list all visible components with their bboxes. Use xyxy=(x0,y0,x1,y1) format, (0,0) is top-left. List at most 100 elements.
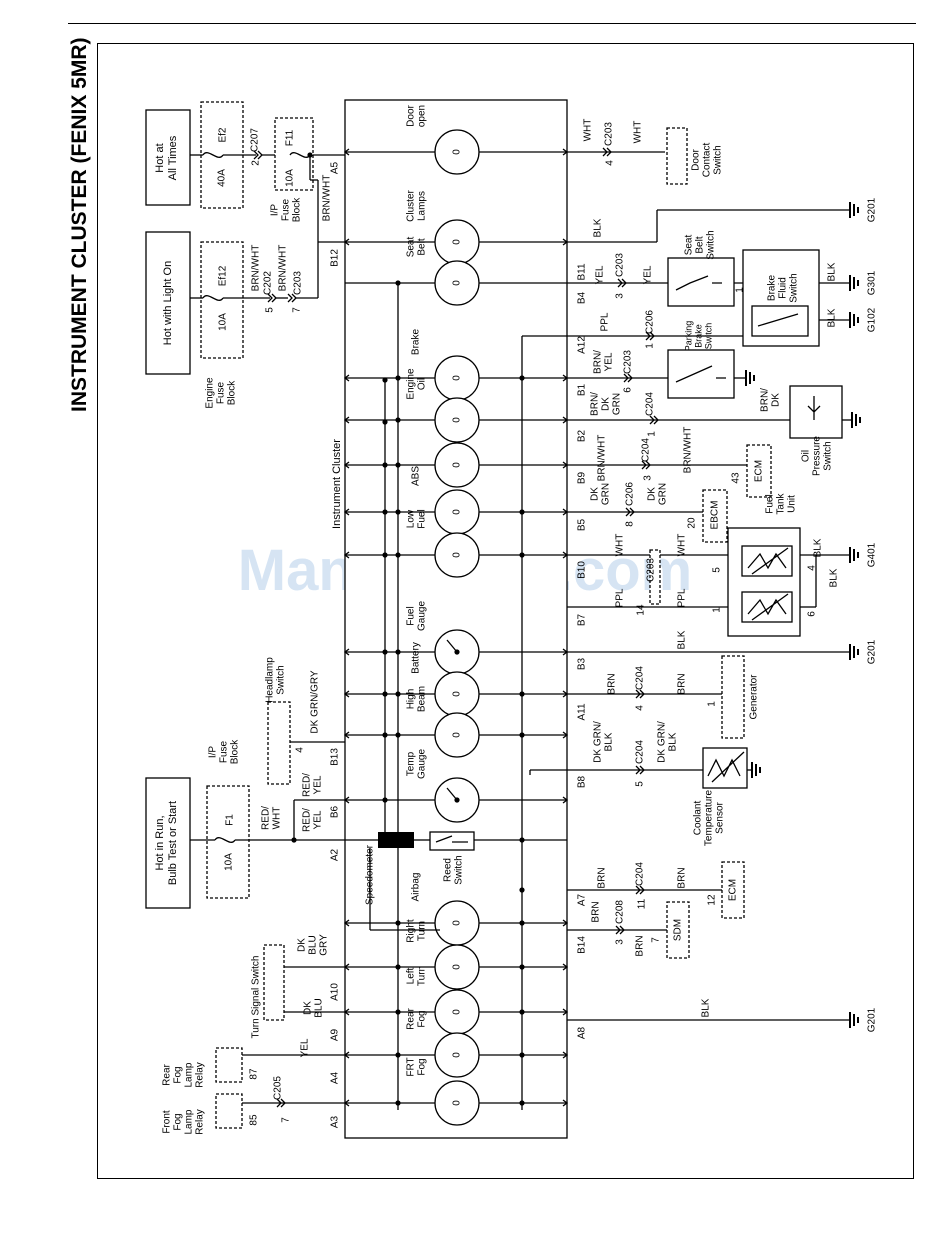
bulb-filament: 0 xyxy=(452,1052,463,1058)
wire-label: YEL xyxy=(300,1038,311,1057)
pin-label: 4 xyxy=(295,747,306,753)
bulb-filament: 0 xyxy=(452,552,463,558)
wire-label: BRN xyxy=(591,901,602,922)
seat-belt-switch-label: Seat xyxy=(684,234,695,255)
pin-a12: A12 xyxy=(577,336,588,354)
front-fog-relay-label: Fog xyxy=(173,1113,184,1130)
sdm-label: SDM xyxy=(673,919,684,941)
pin-arrow xyxy=(343,690,350,698)
bulb-filament: 0 xyxy=(452,691,463,697)
reed-switch-label: Reed xyxy=(443,858,454,882)
brake-label: Brake xyxy=(411,329,422,356)
pin-label: 7 xyxy=(292,307,303,313)
g301-label: G301 xyxy=(867,270,878,295)
connector-icon xyxy=(617,278,627,288)
junction-dot xyxy=(395,417,401,423)
ebcm-label: EBCM xyxy=(710,501,721,530)
pin-label: 43 xyxy=(731,472,742,484)
parking-brake-switch-label: Brake xyxy=(693,324,703,348)
wire-label: DK xyxy=(590,487,601,501)
oil-pressure-switch-box xyxy=(789,385,843,439)
ef12-fuse-icon xyxy=(202,295,224,301)
pin-label: 1 xyxy=(707,701,718,707)
junction-dot xyxy=(395,964,401,970)
speedometer-module xyxy=(378,832,414,848)
wire-label: BRN/WHT xyxy=(683,427,694,474)
turn-signal-switch xyxy=(263,944,285,1021)
pin-label: 7 xyxy=(281,1117,292,1123)
reed-switch-contact xyxy=(435,835,468,843)
rear-fog-label: Rear xyxy=(406,1007,417,1029)
pin-label: 3 xyxy=(615,939,626,945)
c205-label: C205 xyxy=(273,1076,284,1100)
c208-label: C208 xyxy=(615,900,626,924)
oil-pressure-switch-label: Oil xyxy=(801,450,812,462)
wire-label: DK GRN/GRY xyxy=(310,670,321,733)
connector-icon xyxy=(635,885,645,895)
pin-b10: B10 xyxy=(577,561,588,579)
pin-label: 11 xyxy=(637,898,648,909)
g201-label: G201 xyxy=(867,639,878,664)
engine-fuse-block-label: Block xyxy=(227,380,238,405)
bulb-filament: 0 xyxy=(452,375,463,381)
pin-label: 7 xyxy=(651,937,662,943)
pin-label: 6 xyxy=(807,611,818,617)
wire-label: WHT xyxy=(677,534,688,557)
c207-label: C207 xyxy=(250,128,261,152)
wire-label: PPL xyxy=(677,588,688,607)
pin-arrow xyxy=(562,1051,569,1059)
brake-fluid-switch-label: Brake xyxy=(767,275,778,302)
wire-label: YEL xyxy=(313,775,324,794)
sdm-box xyxy=(666,901,690,959)
wire-label: BRN xyxy=(677,867,688,888)
wire-label: YEL xyxy=(604,352,615,371)
fuel-tank-unit-label: Unit xyxy=(787,495,798,513)
wire-label: BLK xyxy=(827,262,838,281)
seat-belt-switch-label: Belt xyxy=(695,236,706,253)
fuel-sensor-level xyxy=(741,591,793,623)
connector-icon xyxy=(635,689,645,699)
front-fog-relay-label: Lamp xyxy=(184,1109,195,1134)
f11-rating: 10A xyxy=(285,169,296,187)
ef2-rating: 40A xyxy=(217,169,228,187)
wire-label: BRN/ xyxy=(760,388,771,412)
pin-arrow xyxy=(562,796,569,804)
wire-label: BRN/WHT xyxy=(597,435,608,482)
connector-icon xyxy=(276,1098,286,1108)
junction-dot xyxy=(395,691,401,697)
ip-fuse-block-label: Fuse xyxy=(281,198,292,221)
pin-arrow xyxy=(343,148,350,156)
f1-rating: 10A xyxy=(224,853,235,871)
pin-arrow xyxy=(562,963,569,971)
rear-fog-relay-label: Rear xyxy=(162,1063,173,1085)
pin-b3: B3 xyxy=(577,657,588,670)
wire-label: WHT xyxy=(615,534,626,557)
junction-dot xyxy=(395,462,401,468)
wire-label: RED/ xyxy=(302,773,313,797)
wire-label: DK GRN/ xyxy=(593,721,604,763)
pin-label: 4 xyxy=(635,705,646,711)
ecm-label: ECM xyxy=(754,460,765,482)
brake-fluid-switch-box xyxy=(751,305,809,337)
junction-dot xyxy=(519,1009,525,1015)
c204-label: C204 xyxy=(635,740,646,764)
junction-dot xyxy=(395,1100,401,1106)
pin-label: 20 xyxy=(687,517,698,529)
battery-label: Battery xyxy=(411,642,422,674)
coolant-temp-sensor-label: Coolant xyxy=(693,801,704,836)
g201-label: G201 xyxy=(867,197,878,222)
seat-belt-label: Seat xyxy=(406,236,417,257)
generator-label: Generator xyxy=(749,674,760,720)
pin-label: 5 xyxy=(635,781,646,787)
c204-label: C204 xyxy=(641,438,652,462)
wire-label: DK xyxy=(601,397,612,411)
wire-label: BLK xyxy=(677,630,688,649)
wire-label: WHT xyxy=(583,119,594,142)
pin-a5: A5 xyxy=(330,161,341,174)
wire-label: DK xyxy=(771,393,782,407)
junction-dot xyxy=(395,280,401,286)
c203-connector xyxy=(649,549,661,605)
junction-dot xyxy=(395,375,401,381)
